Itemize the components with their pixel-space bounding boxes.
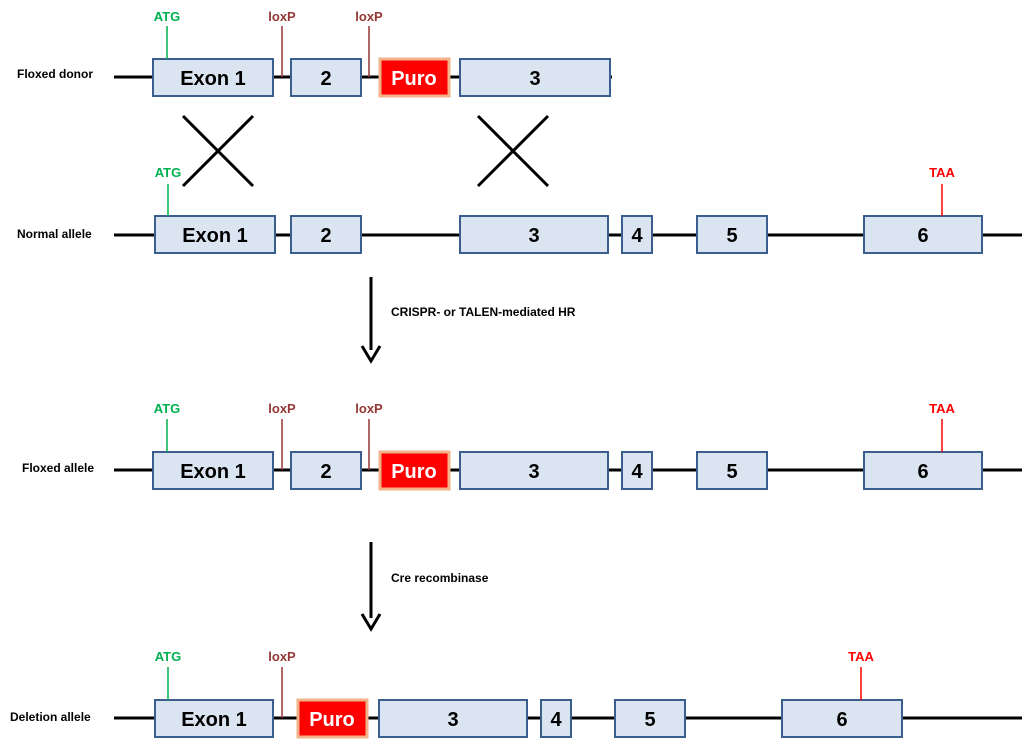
- deletion-allele-exon-3-label: 3: [447, 709, 458, 731]
- floxed-donor-exon-2-label: 2: [320, 68, 331, 90]
- step-2-arrow: Cre recombinase: [360, 542, 489, 632]
- floxed-allele-exon-5: [696, 451, 768, 490]
- floxed-donor-row: Floxed donor Exon 1 2 Puro 3 ATG loxP lo…: [17, 9, 612, 98]
- normal-allele-row: Normal allele Exon 1 2 3 4 5 6 ATG TAA: [17, 165, 1022, 254]
- normal-allele-exon-6: [863, 215, 983, 254]
- floxed-donor-puro-cassette: [378, 57, 451, 98]
- crossover-x-left: [181, 114, 255, 188]
- normal-allele-exon-1: [154, 215, 276, 254]
- floxed-donor-exon-2: [290, 58, 362, 97]
- step-1-arrow-head: [360, 345, 382, 364]
- normal-allele-taa-label: TAA: [929, 165, 955, 180]
- step-1-arrow: CRISPR- or TALEN-mediated HR: [360, 277, 576, 364]
- floxed-donor-label: Floxed donor: [17, 67, 93, 81]
- deletion-allele-exon-4-label: 4: [550, 709, 562, 731]
- floxed-allele-exon-3: [459, 451, 609, 490]
- deletion-allele-exon-5: [614, 699, 686, 738]
- deletion-allele-exon-5-label: 5: [644, 709, 655, 731]
- floxed-donor-exon-3-label: 3: [529, 68, 540, 90]
- normal-allele-exon-4: [621, 215, 653, 254]
- floxed-allele-exon-3-label: 3: [528, 461, 539, 483]
- deletion-allele-puro-label: Puro: [309, 709, 355, 731]
- normal-allele-exon-1-label: Exon 1: [182, 225, 248, 247]
- floxed-allele-exon-4-label: 4: [631, 461, 643, 483]
- normal-allele-exon-6-label: 6: [917, 225, 928, 247]
- normal-allele-atg-label: ATG: [155, 165, 181, 180]
- floxed-allele-exon-4: [621, 451, 653, 490]
- floxed-allele-exon-6: [863, 451, 983, 490]
- floxed-allele-exon-2: [290, 451, 362, 490]
- floxed-donor-exon-1: [152, 58, 274, 97]
- deletion-allele-row: Deletion allele Exon 1 Puro 3 4 5 6 ATG …: [10, 649, 1022, 739]
- step-2-label: Cre recombinase: [391, 571, 489, 585]
- normal-allele-exon-4-label: 4: [631, 225, 643, 247]
- deletion-allele-exon-6-label: 6: [836, 709, 847, 731]
- deletion-allele-exon-1-label: Exon 1: [181, 709, 247, 731]
- floxed-allele-exon-1: [152, 451, 274, 490]
- step-2-arrow-head: [360, 613, 382, 632]
- deletion-allele-exon-6: [781, 699, 903, 738]
- deletion-allele-puro-cassette: [296, 698, 369, 739]
- normal-allele-exon-5-label: 5: [726, 225, 737, 247]
- deletion-allele-exon-1: [154, 699, 274, 738]
- floxed-allele-loxp-1-label: loxP: [268, 401, 296, 416]
- normal-allele-exon-2-label: 2: [320, 225, 331, 247]
- deletion-allele-exon-4: [540, 699, 572, 738]
- floxed-allele-row: Floxed allele Exon 1 2 Puro 3 4 5 6 ATG …: [22, 401, 1022, 491]
- floxed-allele-puro-cassette: [378, 450, 451, 491]
- floxed-allele-exon-5-label: 5: [726, 461, 737, 483]
- floxed-allele-exon-1-label: Exon 1: [180, 461, 246, 483]
- floxed-allele-exon-6-label: 6: [917, 461, 928, 483]
- floxed-donor-atg-label: ATG: [154, 9, 180, 24]
- floxed-donor-loxp-1-label: loxP: [268, 9, 296, 24]
- normal-allele-label: Normal allele: [17, 227, 92, 241]
- deletion-allele-loxp-label: loxP: [268, 649, 296, 664]
- normal-allele-exon-2: [290, 215, 362, 254]
- floxed-allele-exon-2-label: 2: [320, 461, 331, 483]
- floxed-donor-exon-3: [459, 58, 611, 97]
- crossover-x-right: [476, 114, 550, 188]
- deletion-allele-label: Deletion allele: [10, 710, 91, 724]
- floxed-donor-loxp-2-label: loxP: [355, 9, 383, 24]
- floxed-donor-exon-1-label: Exon 1: [180, 68, 246, 90]
- crossover-marks: [181, 114, 550, 188]
- floxed-allele-loxp-2-label: loxP: [355, 401, 383, 416]
- deletion-allele-atg-label: ATG: [155, 649, 181, 664]
- floxed-allele-taa-label: TAA: [929, 401, 955, 416]
- normal-allele-exon-5: [696, 215, 768, 254]
- floxed-donor-puro-label: Puro: [391, 68, 437, 90]
- step-1-label: CRISPR- or TALEN-mediated HR: [391, 305, 576, 319]
- floxed-allele-label: Floxed allele: [22, 461, 94, 475]
- floxed-allele-puro-label: Puro: [391, 461, 437, 483]
- normal-allele-exon-3: [459, 215, 609, 254]
- deletion-allele-exon-3: [378, 699, 528, 738]
- deletion-allele-taa-label: TAA: [848, 649, 874, 664]
- floxed-allele-atg-label: ATG: [154, 401, 180, 416]
- normal-allele-exon-3-label: 3: [528, 225, 539, 247]
